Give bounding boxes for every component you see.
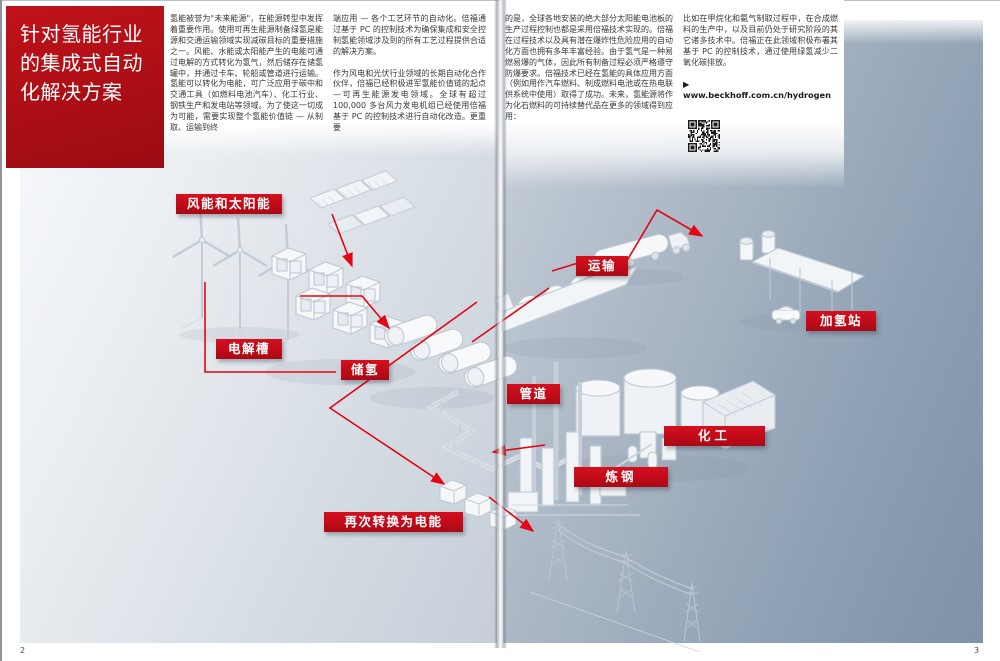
page-number-left: 2: [20, 646, 26, 655]
paragraph: 氢能被誉为"未来能源"，在能源转型中发挥着重要作用。使用可再生能源制备绿氢是能源…: [170, 14, 323, 133]
label-electrolyzer: 电解槽: [216, 339, 282, 359]
text-column-2: 端应用 — 各个工艺环节的自动化。倍福通过基于 PC 的控制技术为确保集成和安全…: [333, 14, 486, 134]
label-pipeline: 管道: [507, 384, 560, 404]
label-chemical-industry: 化工: [664, 426, 765, 446]
text-column-3: 的是，全球各地安装的绝大部分太阳能电池板的生产过程控制也都是采用倍福技术实现的。…: [505, 14, 673, 123]
link-url: www.beckhoff.com.cn/hydrogen: [683, 90, 831, 101]
text-column-1: 氢能被誉为"未来能源"，在能源转型中发挥着重要作用。使用可再生能源制备绿氢是能源…: [170, 14, 323, 134]
label-transport: 运输: [576, 256, 628, 276]
label-reconversion-to-power: 再次转换为电能: [324, 512, 463, 532]
page-title: 针对氢能行业的集成式自动化解决方案: [20, 22, 143, 104]
paragraph: 作为风电和光伏行业领域的长期自动化合作伙伴，倍福已经积极进军氢能价值链的起点—可…: [333, 68, 486, 133]
label-refueling-station: 加氢站: [806, 311, 876, 331]
page-fold-gutter: [494, 0, 507, 648]
link-arrow-icon: ▶: [683, 79, 690, 90]
text-column-4: 比如在甲烷化和氨气制取过程中，在合成燃料的生产中，以及目前仍处于研究阶段的其它诸…: [683, 14, 838, 101]
page-number-right: 3: [974, 646, 980, 655]
title-block: 针对氢能行业的集成式自动化解决方案: [6, 6, 164, 168]
paragraph: 比如在甲烷化和氨气制取过程中，在合成燃料的生产中，以及目前仍处于研究阶段的其它诸…: [683, 14, 838, 67]
label-steel-making: 炼钢: [574, 467, 668, 487]
label-hydrogen-storage: 储氢: [341, 360, 389, 380]
right-page-text-panel: [503, 0, 844, 188]
website-link[interactable]: ▶ www.beckhoff.com.cn/hydrogen: [683, 79, 838, 101]
label-wind-and-solar: 风能和太阳能: [176, 194, 282, 214]
paragraph: 端应用 — 各个工艺环节的自动化。倍福通过基于 PC 的控制技术为确保集成和安全…: [333, 14, 486, 56]
page-left-edge: [0, 0, 2, 661]
paragraph: 的是，全球各地安装的绝大部分太阳能电池板的生产过程控制也都是采用倍福技术实现的。…: [505, 14, 673, 122]
qr-code: [688, 120, 720, 152]
